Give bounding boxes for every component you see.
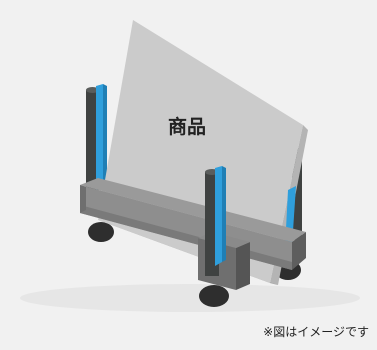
back-wheel-left bbox=[88, 222, 114, 242]
post-back-left bbox=[86, 87, 99, 190]
image-note: ※図はイメージです bbox=[263, 325, 369, 339]
product-label: 商品 bbox=[168, 115, 206, 138]
front-wheel-right bbox=[199, 285, 229, 307]
blue-pad-front bbox=[215, 166, 226, 266]
post-back-right bbox=[292, 148, 302, 240]
floor-shadow bbox=[20, 284, 360, 312]
blue-pad-back-left bbox=[96, 84, 107, 190]
